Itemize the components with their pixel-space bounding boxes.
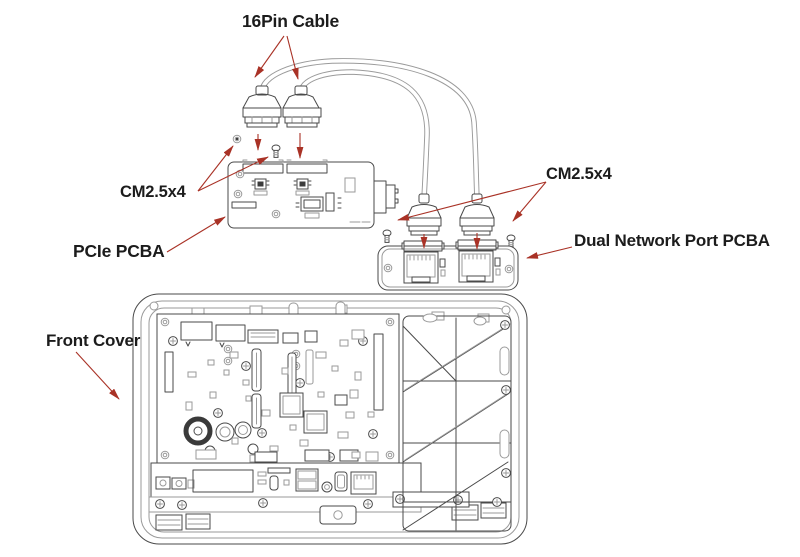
io-panel-drawing: [150, 462, 422, 498]
motherboard-drawing: [156, 313, 400, 464]
screw-cm25x4-3: [382, 229, 392, 243]
16pin-cable-connector-left: [242, 85, 282, 128]
16pin-cables: [259, 58, 480, 200]
label-dual-network-port-pcba: Dual Network Port PCBA: [574, 231, 770, 250]
pcie-pcba-drawing: [227, 159, 399, 229]
leader-arrows: [75, 35, 573, 400]
screw-cm25x4-2: [271, 144, 281, 158]
16pin-cable-connector-lower-left: [406, 193, 442, 236]
label-16pin-cable: 16Pin Cable: [242, 11, 340, 31]
label-cm25x4-right: CM2.5x4: [546, 165, 612, 183]
support-lattice: [402, 313, 512, 532]
dual-network-port-pcba-drawing: [377, 239, 519, 291]
smd-components: [185, 351, 375, 459]
bottom-strip-drawing: [148, 491, 507, 531]
label-pcie-pcba: PCIe PCBA: [73, 241, 165, 261]
front-cover-drawing: [132, 293, 528, 545]
screw-cm25x4-1: [232, 134, 242, 144]
label-front-cover: Front Cover: [46, 331, 141, 350]
label-cm25x4-left: CM2.5x4: [120, 183, 186, 201]
16pin-cable-connector-lower-right: [459, 193, 495, 236]
16pin-cable-connector-right: [282, 85, 322, 128]
